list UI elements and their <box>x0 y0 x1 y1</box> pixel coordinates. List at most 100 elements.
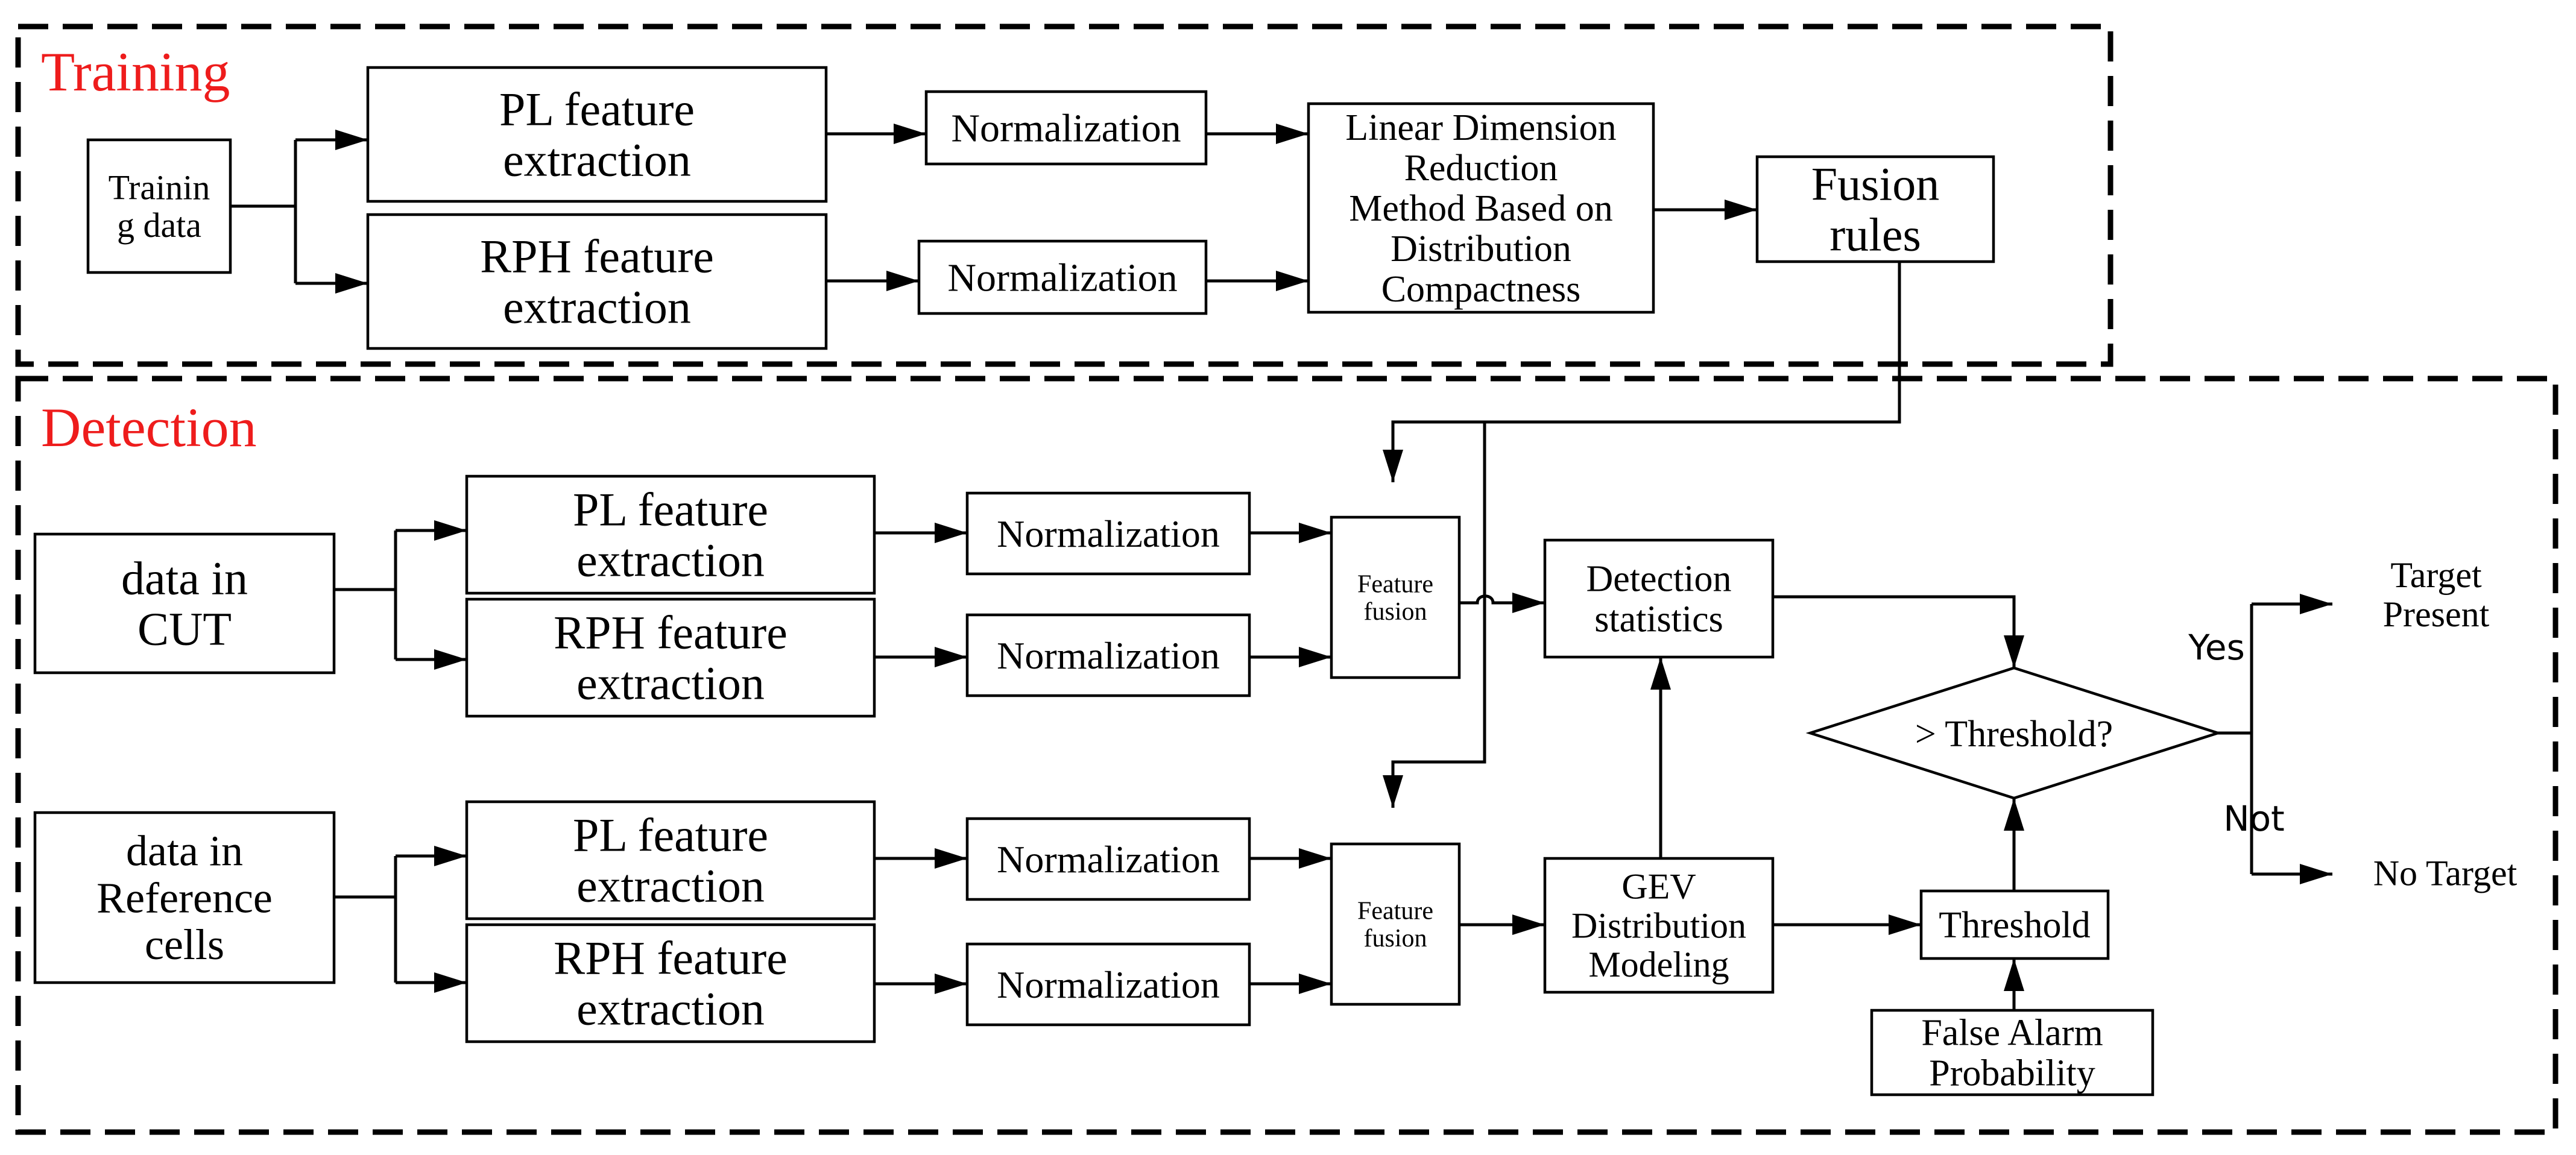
ref-feature-fusion-box <box>1330 842 1461 1006</box>
ref-pl-feature-box <box>465 800 876 921</box>
cut-feature-fusion-box <box>1330 515 1461 679</box>
detection-statistics-label-1: Detection <box>1586 559 1731 600</box>
threshold-box-box <box>1919 889 2110 960</box>
training-linear-dimension-reduction-box <box>1307 102 1655 314</box>
false-alarm-probability-label-1: False Alarm <box>1921 1013 2103 1054</box>
ref-data-box <box>33 811 336 984</box>
ldr-to-fusion-arrowhead <box>1725 200 1757 220</box>
ref-feature-fusion-label-2: fusion <box>1364 925 1427 952</box>
detection-statistics-label-2: statistics <box>1594 599 1723 640</box>
false-alarm-probability-box <box>1870 1009 2155 1097</box>
threshold-box: Threshold <box>1919 889 2110 960</box>
cut-data-box <box>33 532 336 675</box>
cut-data-label-2: CUT <box>137 603 232 655</box>
training-linear-dimension-reduction-label-1: Linear Dimension <box>1345 107 1616 148</box>
pfa-to-threshold-arrowhead <box>2004 958 2024 991</box>
stats-to-decision-arrowhead <box>2004 635 2024 668</box>
target-present-label-2: Present <box>2383 594 2490 634</box>
ref-feature-fusion-label-1: Feature <box>1357 898 1433 925</box>
training-linear-dimension-reduction-label-3: Method Based on <box>1349 188 1612 229</box>
training-data-box <box>86 138 232 274</box>
ref-data-label-3: cells <box>145 921 224 969</box>
training-linear-dimension-reduction-label-4: Distribution <box>1391 228 1571 269</box>
cut-rph-feature-label-2: extraction <box>576 657 765 710</box>
cut-pl-feature-box <box>465 474 876 595</box>
cut-fusion-to-stats-arrowhead <box>1512 593 1545 613</box>
training-data-label-1: Trainin <box>109 168 210 207</box>
training-norm-pl: Normalization <box>924 90 1208 166</box>
training-linear-dimension-reduction-label-5: Compactness <box>1381 269 1581 310</box>
cut-norm-pl: Normalization <box>965 491 1251 576</box>
norm-rph-to-ldr-arrowhead <box>1276 271 1309 291</box>
decision-label: > Threshold? <box>1915 714 2113 755</box>
gev-distribution-modeling-label-3: Modeling <box>1588 945 1729 984</box>
training-data-label-2: g data <box>117 206 201 245</box>
ref-norm-pl-box <box>965 817 1251 901</box>
cut-norm-pl-box <box>965 491 1251 576</box>
cut-to-rph-arrowhead <box>434 649 467 670</box>
cut-rph-feature-box <box>465 597 876 718</box>
decision-labels: Yes Not <box>2188 627 2285 839</box>
training-norm-rph-label-1: Normalization <box>947 256 1177 300</box>
ref-pl-feature-label-2: extraction <box>576 860 765 912</box>
to-no-target-arrowhead <box>2300 864 2332 884</box>
training-pl-feature-label-1: PL feature <box>499 83 695 135</box>
training-rph-feature-box <box>366 213 828 350</box>
cut-pl-feature-label-1: PL feature <box>573 483 768 535</box>
train-to-rph-arrowhead <box>335 273 368 294</box>
ref-to-pl-arrowhead <box>434 846 467 866</box>
ref-data-label-2: Reference <box>96 873 273 922</box>
ref-pl-feature-label-1: PL feature <box>573 808 768 861</box>
cut-norm-rph-box <box>965 613 1251 697</box>
gev-distribution-modeling-label-1: GEV <box>1621 867 1696 907</box>
training-pl-feature-box <box>366 66 828 203</box>
cut-feature-fusion-label-2: fusion <box>1364 598 1427 626</box>
ref-rph-feature-label-1: RPH feature <box>554 931 788 984</box>
cut-norm-rph-to-fusion-arrowhead <box>1299 647 1331 667</box>
threshold-to-decision-arrowhead <box>2004 798 2024 831</box>
training-norm-rph: Normalization <box>917 239 1208 315</box>
training-norm-pl-label-1: Normalization <box>951 106 1181 150</box>
pl-to-norm-arrowhead <box>894 124 926 144</box>
cut-norm-rph: Normalization <box>965 613 1251 697</box>
gev-distribution-modeling-box <box>1543 857 1775 994</box>
ref-to-rph-arrowhead <box>434 972 467 993</box>
threshold-decision: > Threshold? <box>1805 666 2223 800</box>
no-target: No Target <box>2373 853 2518 893</box>
ref-norm-rph: Normalization <box>965 942 1251 1027</box>
detection-title: Detection <box>41 397 257 458</box>
detection-statistics-box <box>1543 538 1775 659</box>
fusion-rules-label-2: rules <box>1829 209 1921 261</box>
ref-pl-to-norm-arrowhead <box>935 848 967 869</box>
cut-rph-to-norm-arrowhead <box>935 647 967 667</box>
rules-down-arrowhead <box>1383 450 1403 482</box>
training-norm-pl-box <box>924 90 1208 166</box>
fusion-rules-box <box>1755 155 1995 263</box>
train-to-pl-arrowhead <box>335 130 368 150</box>
training-rph-feature-label-2: extraction <box>503 281 691 333</box>
cut-to-pl-arrowhead <box>434 520 467 541</box>
cut-norm-rph-label-1: Normalization <box>997 634 1220 677</box>
no-label: Not <box>2223 798 2285 839</box>
ref-norm-rph-to-fusion-arrowhead <box>1299 974 1331 994</box>
detection-group: Detection <box>15 376 2559 1135</box>
ref-norm-rph-box <box>965 942 1251 1027</box>
fusion-rules-label-1: Fusion <box>1811 157 1939 210</box>
cut-pl-feature-label-2: extraction <box>576 534 765 587</box>
